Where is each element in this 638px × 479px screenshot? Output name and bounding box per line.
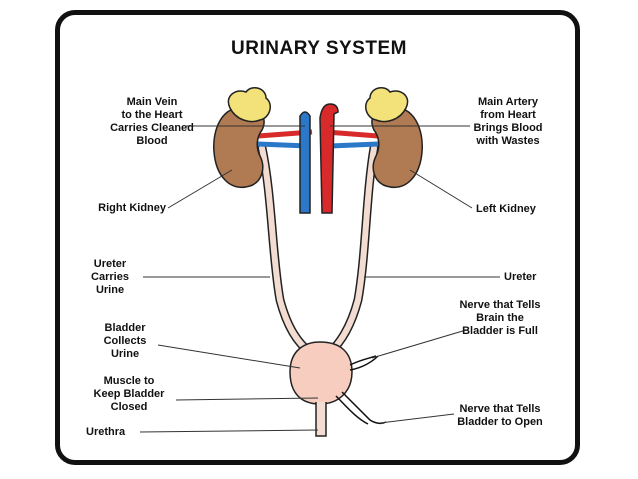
right-kidney — [213, 87, 271, 188]
main-vein-vessel — [299, 111, 311, 214]
label-ureter: Ureter — [504, 271, 537, 283]
right-adrenal-gland — [227, 87, 271, 123]
label-right-kidney: Right Kidney — [98, 202, 166, 214]
label-left-kidney: Left Kidney — [476, 203, 536, 215]
urethra-tube — [315, 402, 327, 437]
label-muscle-bladder-closed: Muscle to Keep Bladder Closed — [93, 375, 165, 413]
left-kidney — [365, 87, 423, 188]
left-adrenal-gland — [365, 87, 409, 123]
label-urethra: Urethra — [86, 426, 126, 438]
label-nerve-bladder-full: Nerve that Tells Brain the Bladder is Fu… — [459, 299, 541, 337]
main-artery-vessel — [319, 103, 339, 214]
label-nerve-bladder-open: Nerve that Tells Bladder to Open — [457, 403, 543, 428]
renal-vessels — [257, 129, 379, 149]
label-ureter-carries-urine: Ureter Carries Urine — [91, 258, 129, 296]
ureters — [257, 143, 379, 357]
diagram-title: URINARY SYSTEM — [231, 38, 407, 59]
bladder — [289, 341, 353, 405]
label-bladder: Bladder Collects Urine — [103, 322, 147, 360]
label-main-vein: Main Vein to the Heart Carries Cleaned B… — [110, 96, 194, 147]
leader-lines — [139, 125, 500, 433]
label-main-artery: Main Artery from Heart Brings Blood with… — [473, 96, 543, 147]
